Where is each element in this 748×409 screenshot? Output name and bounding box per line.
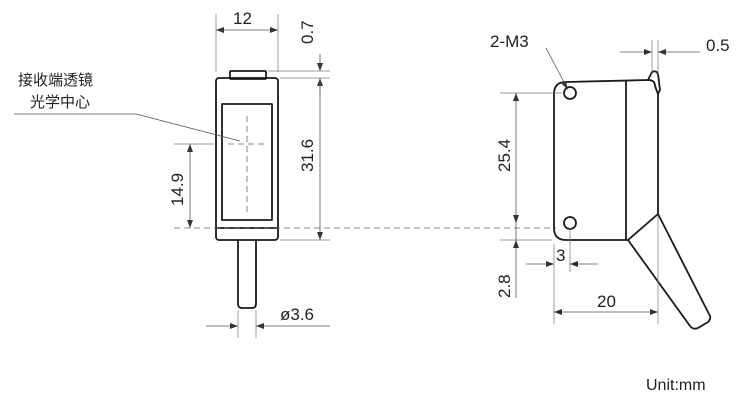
dim-side-top-gap: 0.5 [706,36,730,55]
dim-front-width: 12 [233,9,252,28]
dim-thread: 2-M3 [490,32,529,51]
dim-front-height: 31.6 [298,139,317,172]
front-body [215,77,279,241]
dim-lens-height: 14.9 [168,173,187,206]
lens-window [221,103,273,221]
annotation-line1: 接收端透镜 [18,71,93,89]
dim-bottom-offset: 2.8 [495,274,514,298]
unit-label: Unit:mm [646,377,706,394]
front-top-cap [229,70,267,80]
front-cable [237,240,257,309]
dim-hole-offset: 3 [556,246,565,265]
dim-side-depth: 20 [597,292,616,311]
mount-hole-top [563,86,577,100]
dim-cable-diameter: ø3.6 [280,305,314,324]
front-dimensions: 12 0.7 31.6 14.9 ø3.6 接收端透镜 光学中心 [14,9,330,338]
front-view [174,70,556,309]
annotation-line2: 光学中心 [30,93,90,111]
dim-front-top-gap: 0.7 [298,20,317,44]
side-dimensions: 2-M3 0.5 25.4 2.8 3 20 [490,32,730,324]
side-body [553,79,659,241]
side-cable [627,213,712,330]
mount-hole-bottom [563,216,577,230]
dim-hole-spacing: 25.4 [495,139,514,172]
side-view [553,70,712,330]
